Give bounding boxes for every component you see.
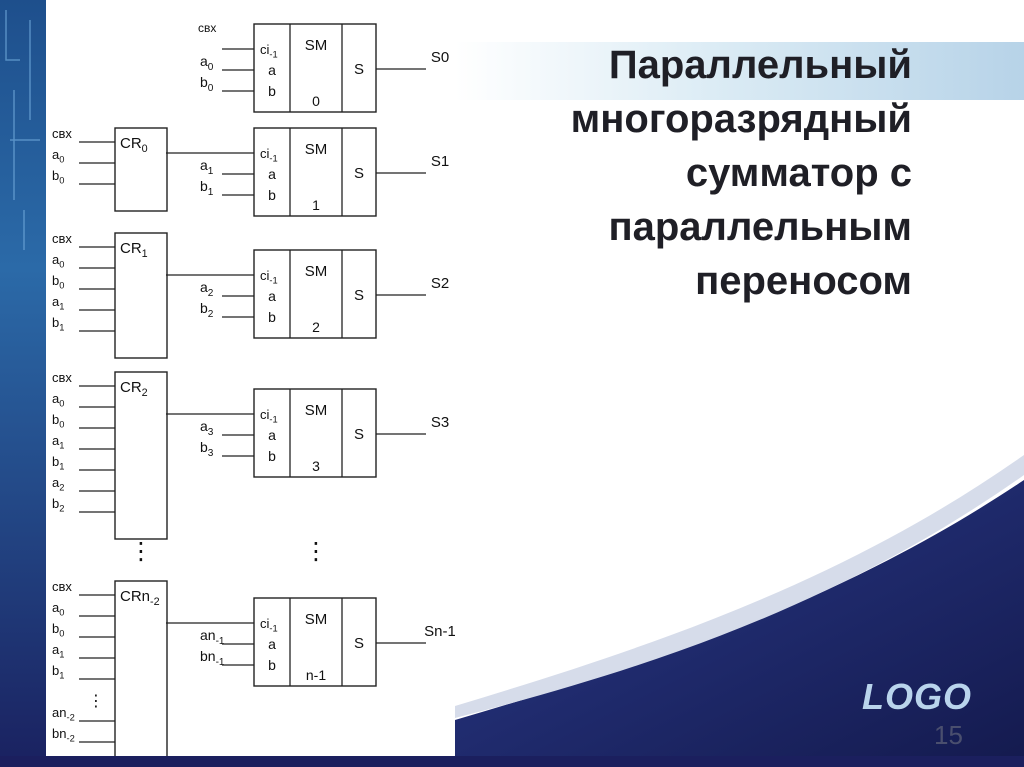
input-b-name: bn-1: [200, 648, 225, 668]
carry-block-label: CRn-2: [120, 588, 160, 608]
carry-input-name: bn-2: [52, 726, 75, 744]
input-a-name: a0: [200, 53, 214, 73]
slide-title-line: переносом: [470, 254, 912, 308]
input-a-label: a: [268, 166, 276, 182]
carry-input-name: a0: [52, 252, 64, 270]
sum-label: S: [354, 287, 364, 304]
carry-input-label: ci-1: [260, 146, 278, 164]
carry-input-name: a1: [52, 642, 64, 660]
adder-index: 1: [312, 197, 320, 213]
sum-label: S: [354, 426, 364, 443]
adder-circuit-diagram: ci-1abSM0SS0a0b0cвхci-1abSM1SS1a1b1ci-1a…: [46, 14, 455, 756]
carry-input-name: b0: [52, 273, 64, 291]
adder-index: n-1: [306, 667, 326, 683]
carry-input-name: cвх: [52, 370, 72, 385]
carry-input-name: b1: [52, 454, 64, 472]
input-b-name: b3: [200, 439, 214, 459]
slide-title-line: параллельным: [470, 200, 912, 254]
continuation-dots: ⋮: [304, 538, 328, 565]
sum-label: S: [354, 165, 364, 182]
carry-input-label: ci-1: [260, 268, 278, 286]
carry-input-name: cвх: [52, 579, 72, 594]
adder-index: 2: [312, 319, 320, 335]
input-b-label: b: [268, 657, 276, 673]
output-label: S1: [431, 153, 449, 170]
slide-title-line: Параллельный: [470, 38, 912, 92]
carry-input-name: a2: [52, 475, 64, 493]
adder-label: SM: [305, 611, 328, 628]
carry-block-label: CR0: [120, 135, 148, 155]
carry-input-name: cвх: [52, 231, 72, 246]
input-a-label: a: [268, 427, 276, 443]
continuation-dots: ⋮: [129, 538, 153, 565]
carry-input-name: a0: [52, 600, 64, 618]
input-b-name: b0: [200, 74, 214, 94]
carry-input-name: a0: [52, 391, 64, 409]
adder-label: SM: [305, 402, 328, 419]
input-b-name: b2: [200, 300, 214, 320]
carry-input-name: cвх: [52, 126, 72, 141]
left-edge-band: [0, 0, 46, 767]
bottom-strip: [0, 756, 1024, 767]
input-a-name: a2: [200, 279, 214, 299]
adder-index: 0: [312, 93, 320, 109]
output-label: S3: [431, 414, 449, 431]
carry-block-label: CR2: [120, 379, 148, 399]
slide-title-line: сумматор с: [470, 146, 912, 200]
slide-title: Параллельный многоразрядный сумматор с п…: [470, 38, 912, 308]
carry-input-name: an-2: [52, 705, 75, 723]
adder-label: SM: [305, 37, 328, 54]
carry-input-name: a0: [52, 147, 64, 165]
carry-input-label: ci-1: [260, 616, 278, 634]
carry-input-label: ci-1: [260, 407, 278, 425]
output-label: S0: [431, 49, 449, 66]
carry-input-name: b1: [52, 663, 64, 681]
carry-input-name: b0: [52, 168, 64, 186]
carry-block-label: CR1: [120, 240, 148, 260]
output-label: Sn-1: [424, 623, 455, 640]
sum-label: S: [354, 635, 364, 652]
input-a-label: a: [268, 62, 276, 78]
adder-label: SM: [305, 141, 328, 158]
carry-in-name: cвх: [198, 21, 216, 35]
input-a-name: an-1: [200, 627, 225, 647]
input-a-label: a: [268, 288, 276, 304]
continuation-dots: ⋮: [88, 693, 104, 710]
input-a-name: a3: [200, 418, 214, 438]
input-b-label: b: [268, 187, 276, 203]
input-b-label: b: [268, 83, 276, 99]
carry-input-name: b0: [52, 621, 64, 639]
carry-input-name: a1: [52, 433, 64, 451]
sum-label: S: [354, 61, 364, 78]
input-b-label: b: [268, 309, 276, 325]
input-a-name: a1: [200, 157, 214, 177]
input-b-name: b1: [200, 178, 214, 198]
slide-title-line: многоразрядный: [470, 92, 912, 146]
output-label: S2: [431, 275, 449, 292]
carry-input-label: ci-1: [260, 42, 278, 60]
page-number: 15: [934, 720, 963, 751]
carry-input-name: b2: [52, 496, 64, 514]
input-b-label: b: [268, 448, 276, 464]
adder-label: SM: [305, 263, 328, 280]
adder-index: 3: [312, 458, 320, 474]
logo: LOGO: [862, 676, 972, 718]
carry-input-name: a1: [52, 294, 64, 312]
input-a-label: a: [268, 636, 276, 652]
carry-input-name: b1: [52, 315, 64, 333]
carry-input-name: b0: [52, 412, 64, 430]
